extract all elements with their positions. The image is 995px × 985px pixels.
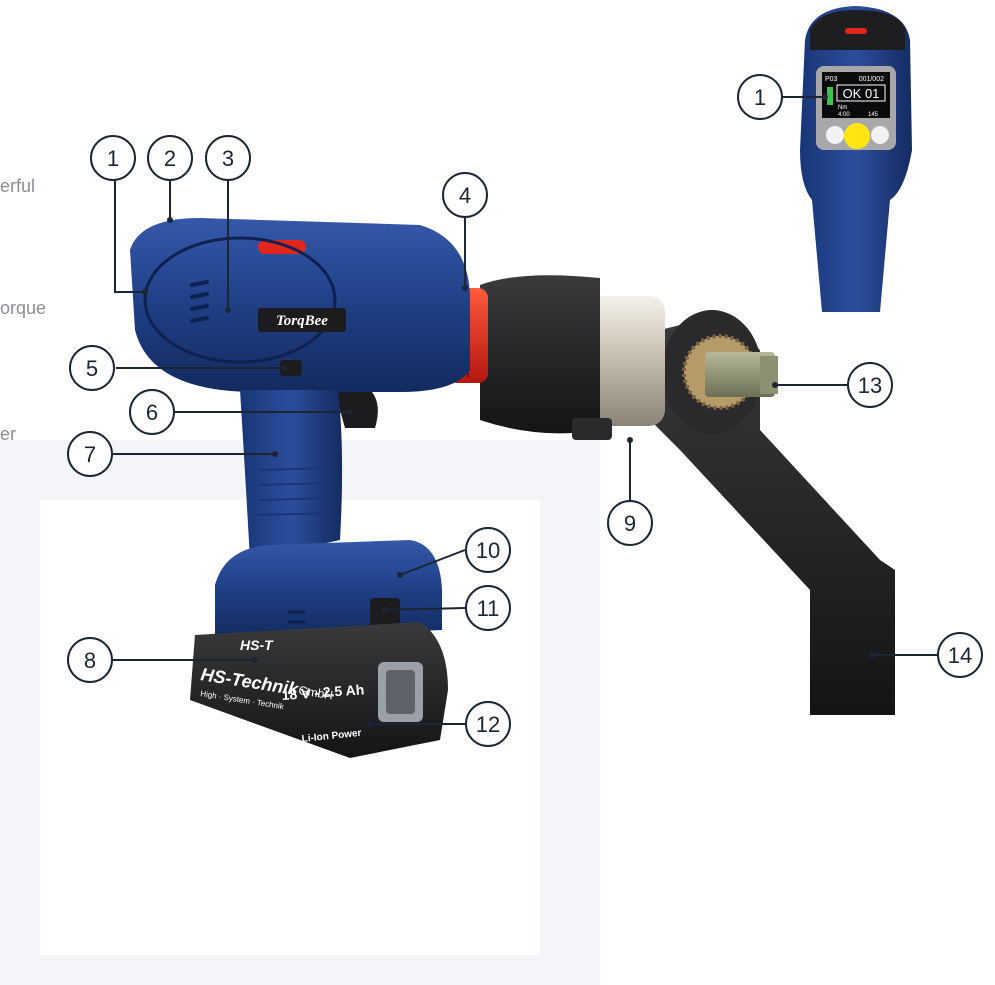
callout-8: 8: [67, 637, 113, 683]
callout-1-inset-label: 1: [754, 85, 766, 110]
display-value: 145: [868, 112, 879, 118]
callout-7: 7: [67, 431, 113, 477]
callout-11-label: 11: [477, 596, 500, 621]
callout-2-label: 2: [164, 146, 176, 171]
display-inset: P03 001/002 OK 01 Nm 4:00 145: [790, 0, 920, 312]
tool-housing: [130, 218, 470, 392]
display-program: P03: [825, 76, 838, 83]
callout-10: 10: [465, 527, 511, 573]
callout-1-inset: 1: [737, 74, 783, 120]
callout-8-label: 8: [84, 648, 96, 673]
grip-handle: [240, 390, 343, 560]
callout-3-label: 3: [222, 146, 234, 171]
display-counter: 001/002: [859, 76, 884, 83]
callout-13: 13: [847, 362, 893, 408]
callout-4-label: 4: [459, 183, 471, 208]
battery-pack: HS-T HS-Technik GmbH High · System · Tec…: [190, 622, 448, 758]
side-text-fragment-1: erful: [0, 176, 36, 196]
callout-leaders: [113, 96, 938, 725]
callout-14: 14: [937, 632, 983, 678]
callout-1-label: 1: [107, 146, 119, 171]
callout-6: 6: [129, 389, 175, 435]
callout-7-label: 7: [84, 442, 96, 467]
callout-12-label: 12: [476, 712, 500, 737]
callout-5: 5: [69, 345, 115, 391]
gearbox-housing: [480, 275, 612, 440]
battery-brand-small: HS-T: [240, 637, 274, 653]
callout-3: 3: [205, 135, 251, 181]
display-unit: Nm: [838, 105, 847, 111]
callout-12: 12: [465, 701, 511, 747]
callout-5-label: 5: [86, 356, 98, 381]
callout-6-label: 6: [146, 400, 158, 425]
callout-1: 1: [90, 135, 136, 181]
side-text-fragment-2: orque: [0, 298, 47, 318]
trigger: [335, 392, 378, 428]
callout-10-label: 10: [476, 538, 500, 563]
callout-9: 9: [607, 500, 653, 546]
display-time: 4:00: [838, 112, 850, 118]
vent-slots: [190, 280, 209, 323]
torqbee-badge: TorqBee: [258, 308, 346, 332]
display-status: OK 01: [843, 86, 880, 101]
callout-11: 11: [465, 585, 511, 631]
side-text-fragment-3: er: [0, 424, 17, 444]
battery-rating: 18 V - 2.5 Ah: [281, 681, 365, 703]
callout-14-label: 14: [948, 643, 972, 668]
direction-switch: [280, 360, 302, 376]
battery-company-suffix: GmbH: [298, 683, 334, 702]
callout-2: 2: [147, 135, 193, 181]
torqbee-badge-text: TorqBee: [276, 313, 328, 329]
square-drive: [705, 352, 778, 397]
callout-endpoints: [142, 94, 875, 727]
callout-13-label: 13: [858, 373, 882, 398]
callout-4: 4: [442, 172, 488, 218]
callout-9-label: 9: [624, 511, 636, 536]
